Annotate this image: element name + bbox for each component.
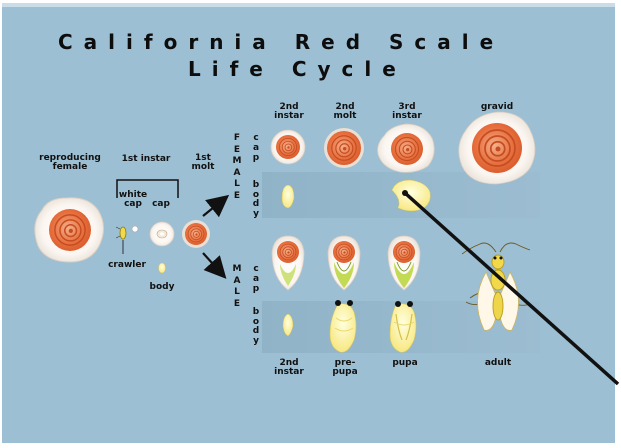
first-molt-scale	[182, 220, 210, 248]
label-pupa: pupa	[386, 359, 424, 368]
label-cap-first-instar: cap	[150, 200, 172, 209]
label-first-instar: 1st instar	[114, 155, 178, 164]
label-gravid: gravid	[474, 103, 520, 112]
first-instar-cap	[150, 222, 174, 246]
female-second-instar-cap	[271, 130, 305, 164]
title-line-2: Life Cycle	[188, 57, 407, 81]
reproducing-female-scale	[35, 198, 104, 262]
label-adult: adult	[478, 359, 518, 368]
title-line-1: California Red Scale	[58, 30, 504, 54]
label-crawler: crawler	[105, 261, 149, 270]
label-prepupa: pre-pupa	[326, 359, 364, 377]
white-cap-tiny	[132, 226, 138, 232]
female-second-molt-cap	[324, 128, 364, 168]
label-body-first-instar: body	[145, 283, 179, 292]
first-instar-body	[159, 263, 166, 273]
